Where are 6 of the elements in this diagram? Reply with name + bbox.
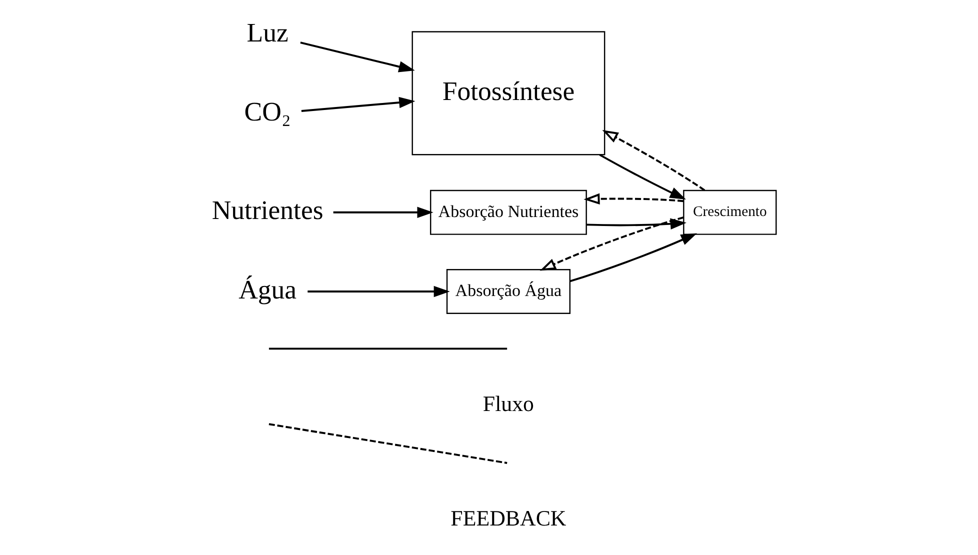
legend-label: FEEDBACK <box>450 506 566 531</box>
legend-label: Fluxo <box>482 391 534 416</box>
node-text: Água <box>238 274 297 304</box>
node-text: Nutrientes <box>212 195 324 226</box>
node-text: Luz <box>246 18 288 48</box>
node-text: CO₂ <box>244 96 291 127</box>
